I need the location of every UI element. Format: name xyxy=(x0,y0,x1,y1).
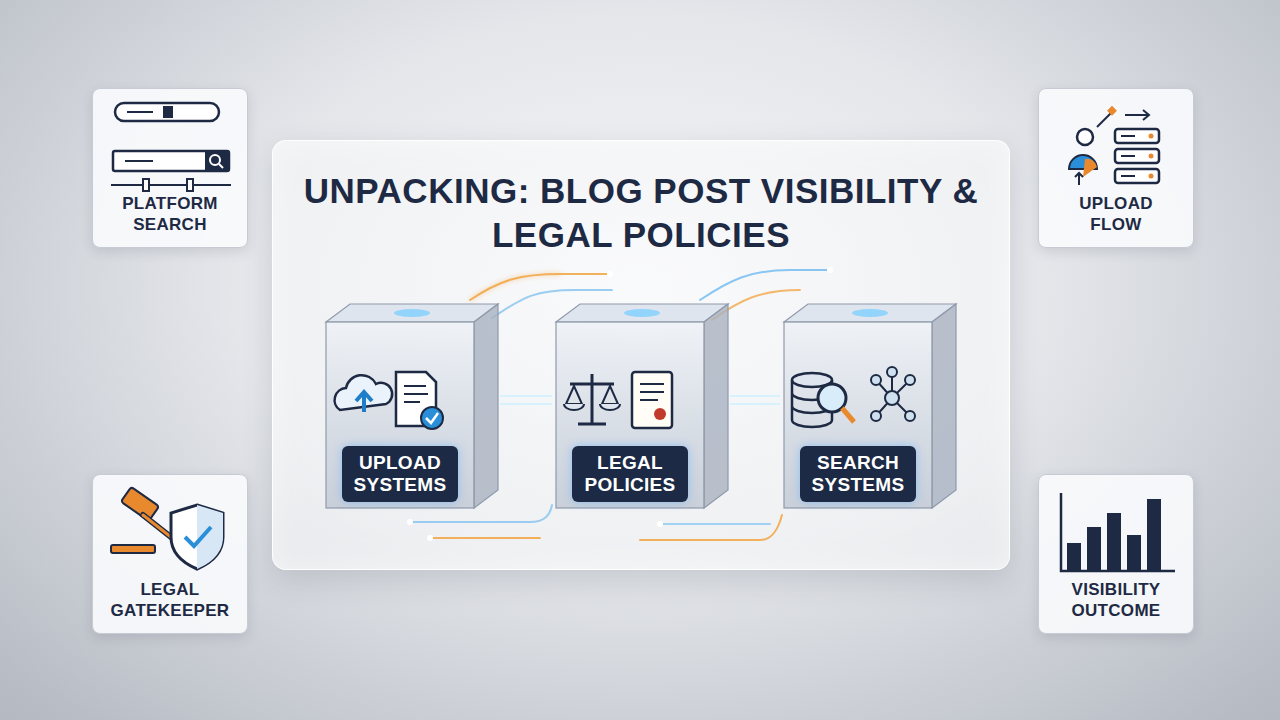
label-holder: PLATFORM SEARCH xyxy=(93,193,247,235)
cube-label: SEARCH SYSTEMS xyxy=(800,446,917,502)
glow-connector xyxy=(500,396,552,404)
diagram-title: UNPACKING: BLOG POST VISIBILITY & LEGAL … xyxy=(291,169,991,257)
cube-label: UPLOAD SYSTEMS xyxy=(342,446,459,502)
system-cube: SEARCH SYSTEMS xyxy=(780,300,958,510)
feature-card: PLATFORM SEARCH xyxy=(92,88,248,248)
cube-label: LEGAL POLICIES xyxy=(572,446,687,502)
card-label: PLATFORM SEARCH xyxy=(122,193,218,235)
feature-card: LEGAL GATEKEEPER xyxy=(92,474,248,634)
label-holder: LEGAL GATEKEEPER xyxy=(93,579,247,621)
card-label: UPLOAD FLOW xyxy=(1079,193,1153,235)
system-cube: UPLOAD SYSTEMS xyxy=(322,300,500,510)
label-holder: SEARCH SYSTEMS xyxy=(784,446,932,502)
feature-card: VISIBILITY OUTCOME xyxy=(1038,474,1194,634)
glow-connector xyxy=(730,396,780,404)
label-holder: UPLOAD SYSTEMS xyxy=(326,446,474,502)
label-holder: UPLOAD FLOW xyxy=(1039,193,1193,235)
label-holder: VISIBILITY OUTCOME xyxy=(1039,579,1193,621)
policy-cube: LEGAL POLICIES xyxy=(552,300,730,510)
label-holder: LEGAL POLICIES xyxy=(556,446,704,502)
card-label: VISIBILITY OUTCOME xyxy=(1072,579,1161,621)
feature-card: UPLOAD FLOW xyxy=(1038,88,1194,248)
card-label: LEGAL GATEKEEPER xyxy=(111,579,230,621)
